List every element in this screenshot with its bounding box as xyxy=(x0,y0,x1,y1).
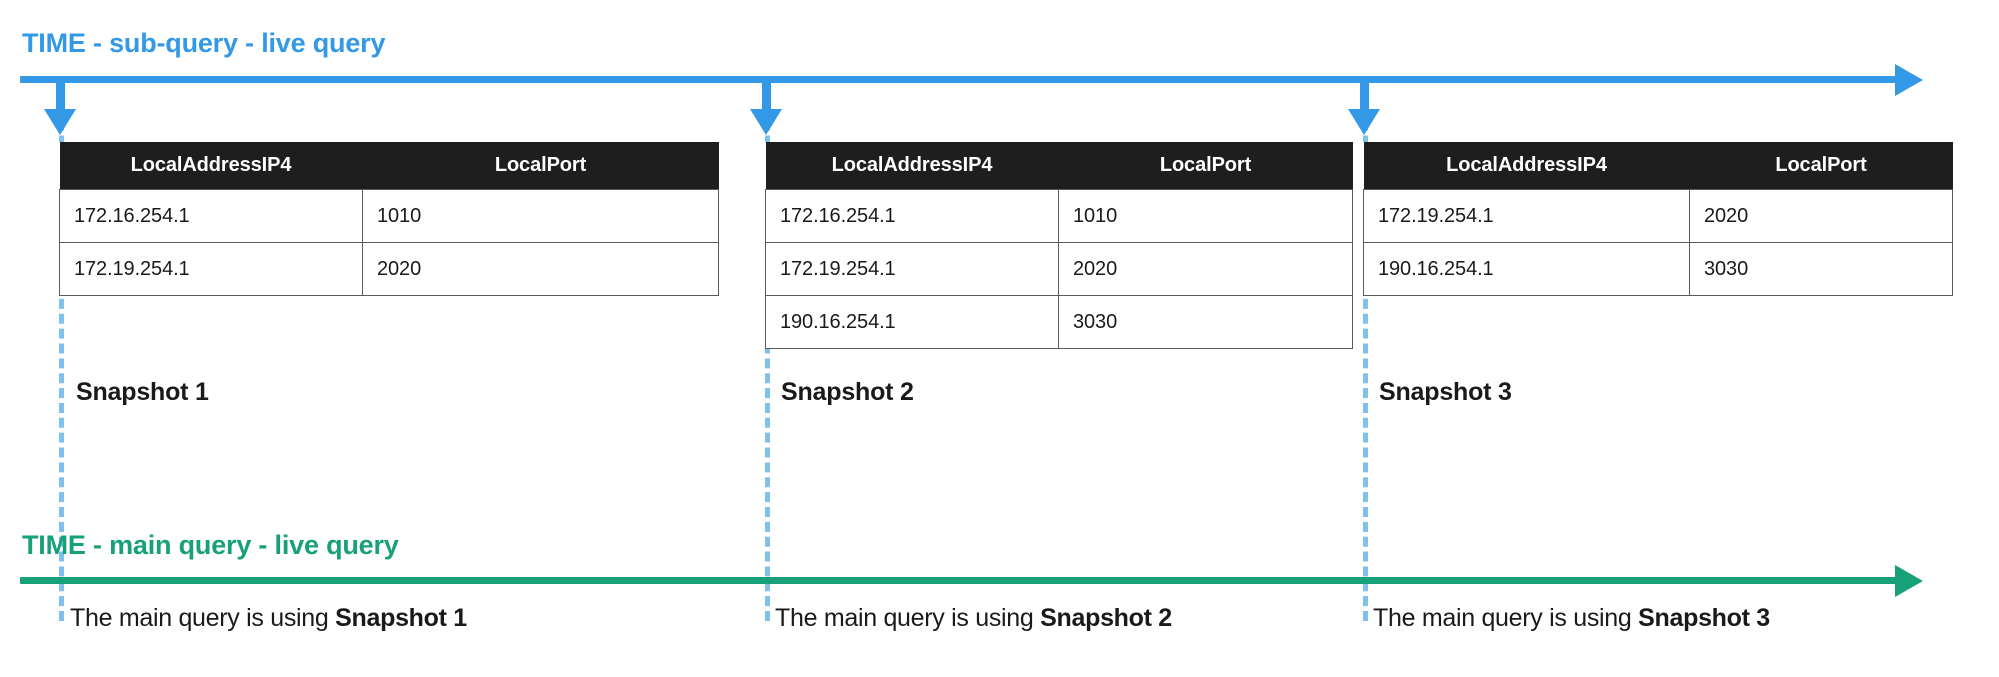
snapshot-down-arrow-1-icon xyxy=(44,76,76,135)
column-header-local-address: LocalAddressIP4 xyxy=(59,142,363,190)
table-row: 172.16.254.1 1010 xyxy=(765,189,1353,243)
table-row: 172.19.254.1 2020 xyxy=(765,242,1353,296)
snapshot-guide-1 xyxy=(59,76,64,621)
cell-local-port: 2020 xyxy=(1689,189,1953,243)
usage-prefix-3: The main query is using xyxy=(1373,604,1639,632)
snapshot-caption-3: Snapshot 3 xyxy=(1379,378,1512,406)
cell-local-address: 190.16.254.1 xyxy=(1363,242,1690,296)
table-row: 190.16.254.1 3030 xyxy=(1363,242,1953,296)
table-row: 190.16.254.1 3030 xyxy=(765,295,1353,349)
snapshot-table-2: LocalAddressIP4 LocalPort 172.16.254.1 1… xyxy=(765,142,1353,349)
main-query-usage-1: The main query is using Snapshot 1 xyxy=(70,604,467,633)
cell-local-port: 1010 xyxy=(1058,189,1353,243)
snapshot-down-arrow-3-icon xyxy=(1348,76,1380,135)
table-row: 172.16.254.1 1010 xyxy=(59,189,719,243)
column-header-local-address: LocalAddressIP4 xyxy=(765,142,1059,190)
table-row: 172.19.254.1 2020 xyxy=(59,242,719,296)
table-header-row: LocalAddressIP4 LocalPort xyxy=(1363,142,1953,190)
cell-local-address: 190.16.254.1 xyxy=(765,295,1059,349)
main-query-usage-2: The main query is using Snapshot 2 xyxy=(775,604,1172,633)
snapshot-caption-1: Snapshot 1 xyxy=(76,378,209,406)
main-query-timeline-arrowhead-icon xyxy=(1895,565,1923,597)
cell-local-port: 2020 xyxy=(1058,242,1353,296)
main-query-timeline-axis xyxy=(20,577,1900,584)
sub-query-timeline-arrowhead-icon xyxy=(1895,64,1923,96)
cell-local-address: 172.16.254.1 xyxy=(765,189,1059,243)
cell-local-port: 3030 xyxy=(1689,242,1953,296)
column-header-local-address: LocalAddressIP4 xyxy=(1363,142,1690,190)
main-query-timeline-title: TIME - main query - live query xyxy=(22,530,399,560)
column-header-local-port: LocalPort xyxy=(362,142,719,190)
cell-local-port: 3030 xyxy=(1058,295,1353,349)
sub-query-timeline-axis xyxy=(20,76,1900,83)
cell-local-address: 172.19.254.1 xyxy=(765,242,1059,296)
snapshot-guide-3 xyxy=(1363,76,1368,621)
cell-local-address: 172.19.254.1 xyxy=(59,242,363,296)
main-query-usage-3: The main query is using Snapshot 3 xyxy=(1373,604,1770,633)
table-row: 172.19.254.1 2020 xyxy=(1363,189,1953,243)
column-header-local-port: LocalPort xyxy=(1058,142,1353,190)
usage-prefix-1: The main query is using xyxy=(70,604,336,632)
snapshot-table-3: LocalAddressIP4 LocalPort 172.19.254.1 2… xyxy=(1363,142,1953,296)
cell-local-port: 2020 xyxy=(362,242,719,296)
column-header-local-port: LocalPort xyxy=(1689,142,1953,190)
cell-local-address: 172.19.254.1 xyxy=(1363,189,1690,243)
cell-local-address: 172.16.254.1 xyxy=(59,189,363,243)
usage-prefix-2: The main query is using xyxy=(775,604,1041,632)
snapshot-down-arrow-2-icon xyxy=(750,76,782,135)
table-header-row: LocalAddressIP4 LocalPort xyxy=(765,142,1353,190)
usage-snapshot-3: Snapshot 3 xyxy=(1638,604,1770,632)
snapshot-caption-2: Snapshot 2 xyxy=(781,378,914,406)
table-header-row: LocalAddressIP4 LocalPort xyxy=(59,142,719,190)
sub-query-timeline-title: TIME - sub-query - live query xyxy=(22,28,386,58)
usage-snapshot-1: Snapshot 1 xyxy=(335,604,467,632)
usage-snapshot-2: Snapshot 2 xyxy=(1040,604,1172,632)
cell-local-port: 1010 xyxy=(362,189,719,243)
snapshot-table-1: LocalAddressIP4 LocalPort 172.16.254.1 1… xyxy=(59,142,719,296)
